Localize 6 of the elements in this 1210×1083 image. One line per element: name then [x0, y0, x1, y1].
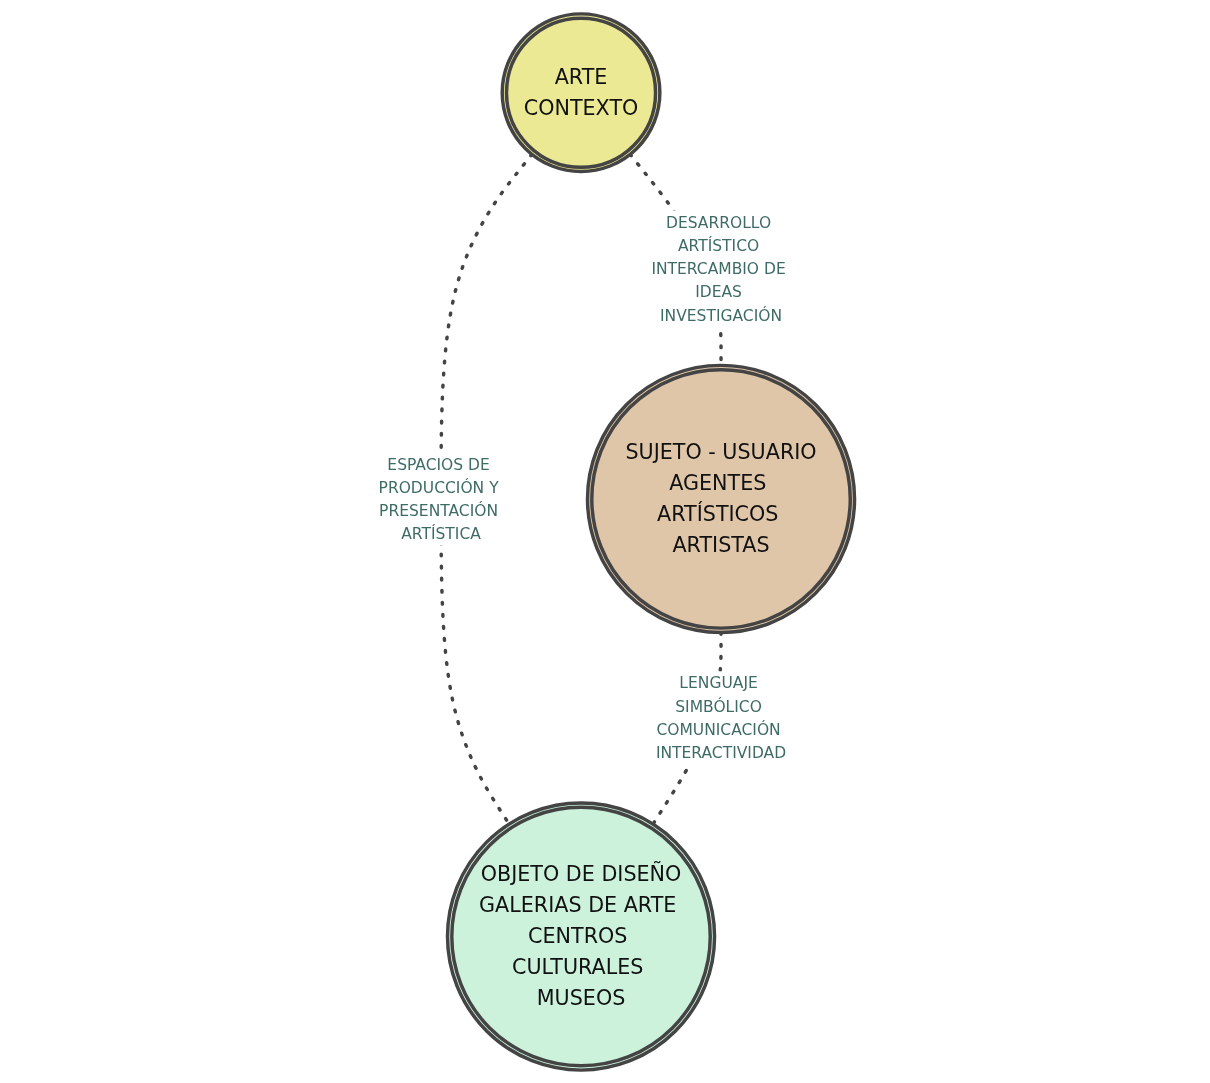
node-circle: ARTE CONTEXTO: [500, 11, 662, 173]
node-circle: OBJETO DE DISEÑO GALERIAS DE ARTE CENTROS CULTURALES MUSEOS: [446, 800, 717, 1072]
edge-label: DESARROLLO ARTÍSTICO INTERCAMBIO DE IDEAS INVESTIGACIÓN: [651, 212, 786, 324]
node-circle: SUJETO - USUARIO AGENTES ARTÍSTICOS ARTISTAS: [586, 363, 857, 634]
edge-label: ESPACIOS DE PRODUCCIÓN Y PRESENTACIÓN ARTÍSTICA: [378, 454, 499, 543]
edge-label: LENGUAJE SIMBÓLICO COMUNICACIÓN INTERACTIVIDAD: [656, 673, 787, 762]
